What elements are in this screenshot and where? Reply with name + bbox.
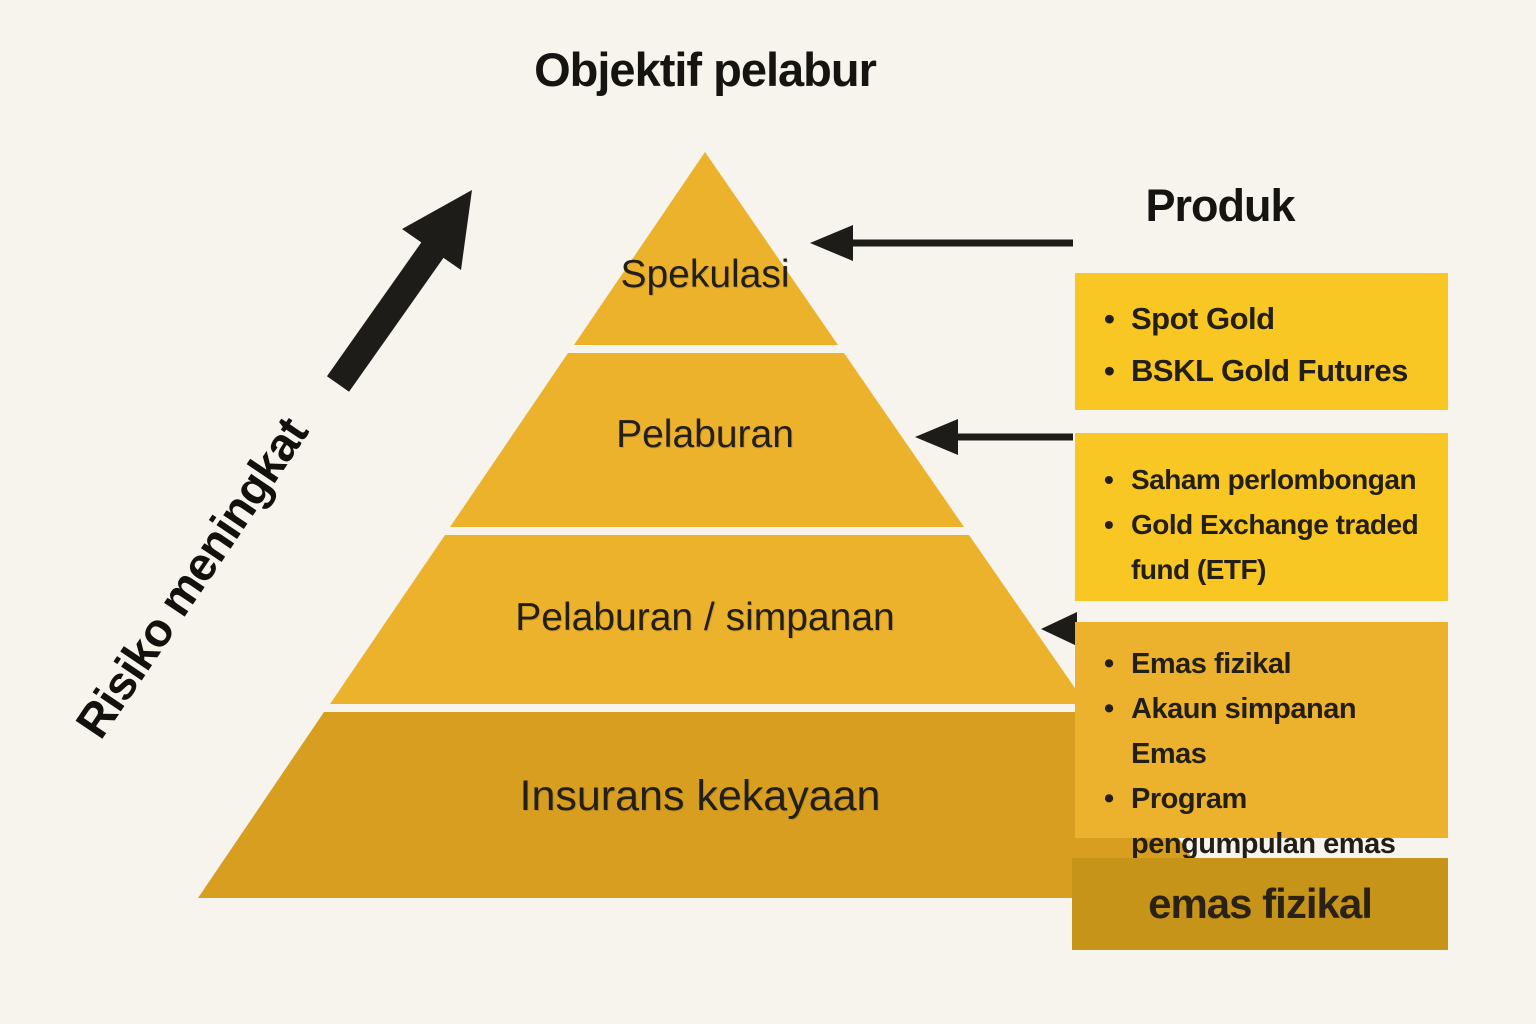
tier-label-pelaburan-simpanan: Pelaburan / simpanan bbox=[515, 596, 895, 639]
product-list: Saham perlombongan Gold Exchange traded … bbox=[1099, 457, 1438, 592]
product-item: BSKL Gold Futures bbox=[1099, 345, 1432, 397]
product-box-spekulasi: Spot Gold BSKL Gold Futures bbox=[1075, 273, 1448, 410]
risk-increase-arrowhead-icon bbox=[402, 190, 472, 270]
bottom-box-emas-fizikal: emas fizikal bbox=[1072, 858, 1448, 950]
pelaburan-simpanan-pointer-arrowhead-icon bbox=[1041, 612, 1077, 646]
product-item: Saham perlombongan bbox=[1099, 457, 1438, 502]
pyramid-tier-spekulasi bbox=[574, 152, 838, 345]
tier-label-insurans-kekayaan: Insurans kekayaan bbox=[519, 772, 881, 820]
risk-increase-arrow-shaft-icon bbox=[326, 237, 448, 392]
tier-label-spekulasi: Spekulasi bbox=[620, 253, 790, 296]
tier-label-pelaburan: Pelaburan bbox=[616, 413, 794, 456]
product-item: Akaun simpanan Emas bbox=[1099, 687, 1438, 777]
pyramid-tier-pelaburan bbox=[450, 353, 964, 527]
produk-heading: Produk bbox=[1145, 180, 1295, 231]
product-item: Spot Gold bbox=[1099, 293, 1432, 345]
product-item: Emas fizikal bbox=[1099, 642, 1438, 687]
product-item: Gold Exchange traded fund (ETF) bbox=[1099, 502, 1438, 592]
product-list: Emas fizikal Akaun simpanan Emas Program… bbox=[1099, 642, 1438, 867]
pyramid-tier-pelaburan-simpanan bbox=[330, 535, 1086, 704]
pelaburan-pointer-arrowhead-icon bbox=[915, 419, 958, 455]
page-title: Objektif pelabur bbox=[534, 43, 877, 96]
product-list: Spot Gold BSKL Gold Futures bbox=[1099, 293, 1432, 397]
product-box-pelaburan: Saham perlombongan Gold Exchange traded … bbox=[1075, 433, 1448, 601]
pyramid-tier-insurans-kekayaan bbox=[198, 712, 1220, 898]
spekulasi-pointer-arrowhead-icon bbox=[810, 225, 853, 261]
product-box-pelaburan-simpanan: Emas fizikal Akaun simpanan Emas Program… bbox=[1075, 622, 1448, 860]
product-item: Program pengumpulan emas bbox=[1099, 777, 1438, 867]
